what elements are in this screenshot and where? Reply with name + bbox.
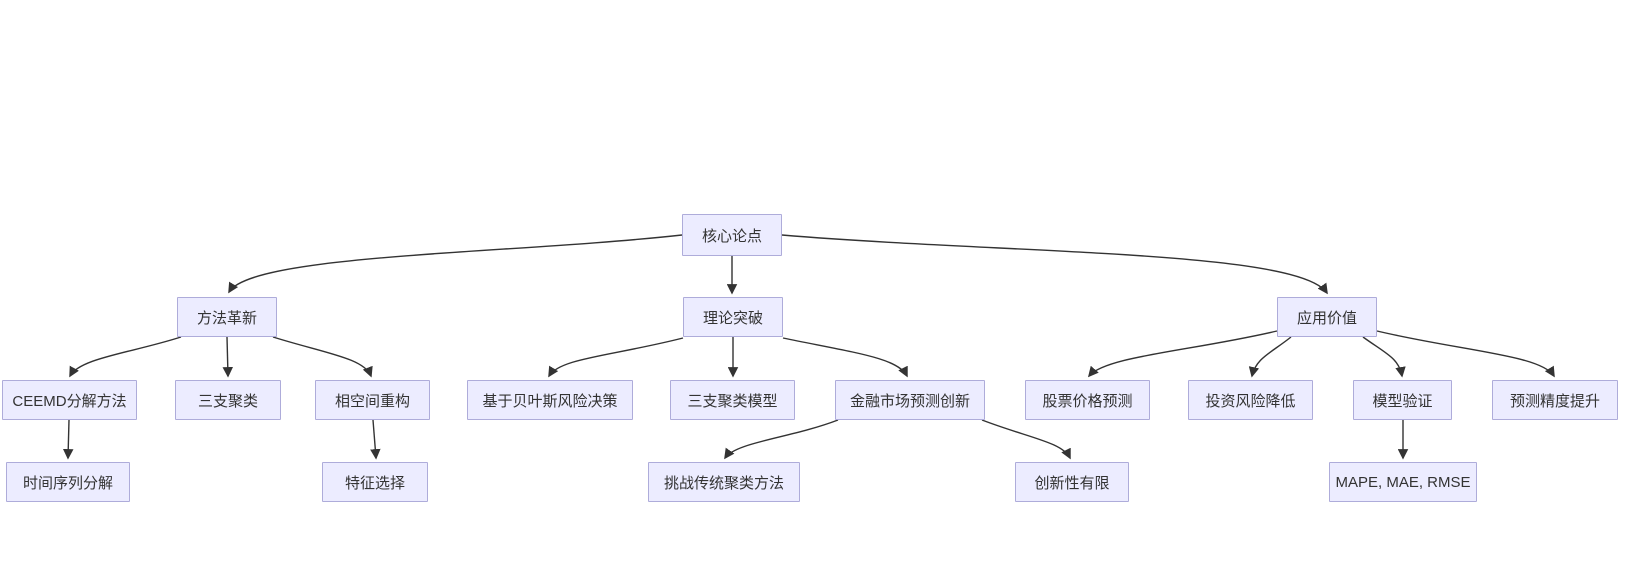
node-phase-space-reconstruction: 相空间重构 xyxy=(315,380,430,420)
edge-application-stock xyxy=(1087,330,1278,378)
edge-core-method xyxy=(228,234,683,294)
edge-theory-finance xyxy=(782,337,908,378)
node-stock-price-prediction: 股票价格预测 xyxy=(1025,380,1150,420)
node-label: 理论突破 xyxy=(702,309,763,327)
node-feature-selection: 特征选择 xyxy=(322,462,428,502)
node-bayesian-risk-decision: 基于贝叶斯风险决策 xyxy=(467,380,633,420)
edge-theory-bayes xyxy=(548,337,684,378)
node-model-validation: 模型验证 xyxy=(1353,380,1452,420)
edge-method-phase xyxy=(272,336,373,378)
node-mape-mae-rmse: MAPE, MAE, RMSE xyxy=(1329,462,1477,502)
node-label: 股票价格预测 xyxy=(1042,392,1133,410)
node-label: 投资风险降低 xyxy=(1205,392,1296,410)
edge-core-application xyxy=(781,234,1328,295)
node-challenge-traditional-clustering: 挑战传统聚类方法 xyxy=(648,462,800,502)
node-label: 三支聚类模型 xyxy=(687,392,778,410)
node-label: 方法革新 xyxy=(196,309,257,327)
node-application-value: 应用价值 xyxy=(1277,297,1377,337)
node-label: 挑战传统聚类方法 xyxy=(663,474,784,492)
node-label: 相空间重构 xyxy=(334,392,410,410)
edge-finance-limited xyxy=(981,419,1071,460)
node-label: 核心论点 xyxy=(701,227,762,245)
node-threeway-clustering-model: 三支聚类模型 xyxy=(670,380,795,420)
node-label: 特征选择 xyxy=(344,474,405,492)
edge-phase-feature xyxy=(370,419,381,460)
node-label: 基于贝叶斯风险决策 xyxy=(482,392,618,410)
node-label: 应用价值 xyxy=(1296,309,1357,327)
edge-method-threeway xyxy=(222,336,234,378)
node-method-innovation: 方法革新 xyxy=(177,297,277,337)
edge-application-invest xyxy=(1248,336,1292,378)
edge-ceemd-timeseries xyxy=(62,419,74,460)
node-label: CEEMD分解方法 xyxy=(12,392,127,410)
edge-application-accuracy xyxy=(1376,330,1555,378)
node-theory-breakthrough: 理论突破 xyxy=(683,297,783,337)
edge-finance-challenge xyxy=(724,419,839,460)
edge-application-model xyxy=(1362,336,1406,378)
node-label: 金融市场预测创新 xyxy=(849,392,970,410)
node-investment-risk-reduction: 投资风险降低 xyxy=(1188,380,1313,420)
node-threeway-clustering: 三支聚类 xyxy=(175,380,281,420)
node-label: 预测精度提升 xyxy=(1509,392,1600,410)
node-label: MAPE, MAE, RMSE xyxy=(1335,473,1471,491)
node-label: 模型验证 xyxy=(1372,392,1433,410)
node-limited-innovation: 创新性有限 xyxy=(1015,462,1129,502)
edge-method-ceemd xyxy=(69,336,182,378)
node-core-argument: 核心论点 xyxy=(682,214,782,256)
node-ceemd-decomposition: CEEMD分解方法 xyxy=(2,380,137,420)
node-time-series-decomposition: 时间序列分解 xyxy=(6,462,130,502)
node-label: 创新性有限 xyxy=(1034,474,1110,492)
node-label: 三支聚类 xyxy=(197,392,258,410)
node-label: 时间序列分解 xyxy=(22,474,113,492)
node-financial-market-forecast-innovation: 金融市场预测创新 xyxy=(835,380,985,420)
node-prediction-accuracy-improvement: 预测精度提升 xyxy=(1492,380,1618,420)
